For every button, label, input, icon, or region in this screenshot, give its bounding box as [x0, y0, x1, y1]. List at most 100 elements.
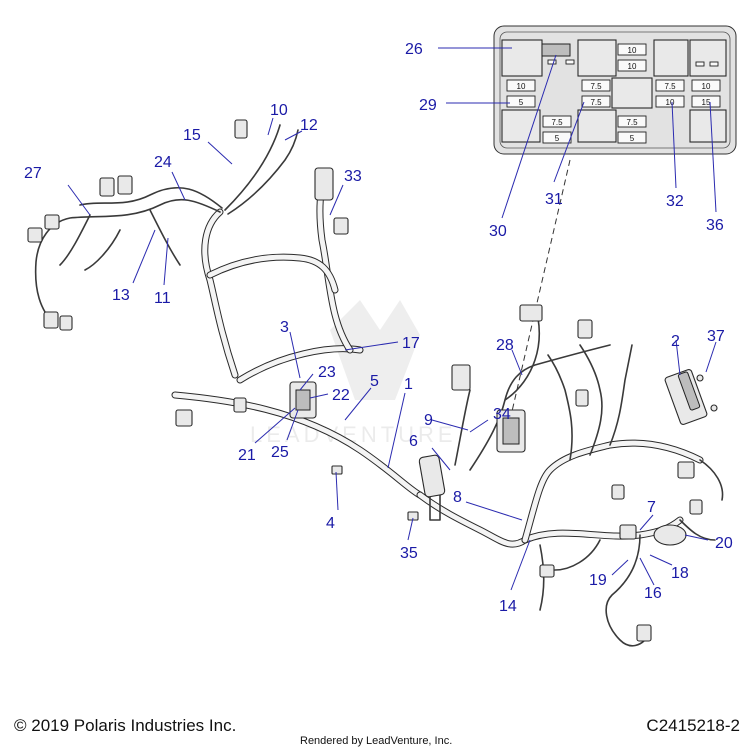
callout-14: 14	[499, 598, 517, 615]
connector	[59, 315, 73, 331]
callout-2: 2	[671, 333, 680, 350]
callout-34: 34	[493, 406, 511, 423]
callout-17: 17	[402, 335, 420, 352]
connector	[233, 397, 247, 413]
callouts: 1 2 3 4 5 6 7 8 9 10 11 12 13 14 15 16 1…	[24, 41, 733, 615]
fuse: 7.5	[542, 115, 572, 128]
fuse: 15	[691, 95, 721, 108]
connector	[575, 389, 589, 407]
fuse: 10	[655, 95, 685, 108]
svg-text:5: 5	[519, 98, 524, 107]
watermark: LEADVENTURE	[250, 300, 453, 447]
fuse-puller	[541, 43, 571, 57]
callout-25: 25	[271, 444, 289, 461]
fuse: 10	[506, 79, 536, 92]
callout-36: 36	[706, 217, 724, 234]
connector	[519, 304, 543, 322]
callout-18: 18	[671, 565, 689, 582]
callout-32: 32	[666, 193, 684, 210]
connector	[175, 409, 193, 427]
fuse: 10	[617, 59, 647, 72]
relay	[689, 39, 727, 77]
callout-9: 9	[424, 412, 433, 429]
fuse: 5	[542, 131, 572, 144]
callout-35: 35	[400, 545, 418, 562]
fuse: 5	[617, 131, 647, 144]
components	[27, 119, 718, 642]
callout-37: 37	[707, 328, 725, 345]
connector	[43, 311, 59, 329]
fuse-box-inset: 10 5 7.5 7.5 7.5 5 7.5 5 10 10 7.5 10 15…	[493, 25, 737, 155]
svg-text:5: 5	[630, 134, 635, 143]
inset-pointer-line	[509, 159, 571, 421]
callout-21: 21	[238, 447, 256, 464]
callout-29: 29	[419, 97, 437, 114]
connector	[234, 119, 248, 139]
svg-text:15: 15	[702, 98, 711, 107]
svg-text:7.5: 7.5	[590, 98, 602, 107]
callout-24: 24	[154, 154, 172, 171]
copyright-text: © 2019 Polaris Industries Inc.	[14, 716, 236, 735]
callout-20: 20	[715, 535, 733, 552]
fuse: 7.5	[581, 79, 611, 92]
screw	[710, 404, 718, 412]
callout-26: 26	[405, 41, 423, 58]
callout-12: 12	[300, 117, 318, 134]
fuse: 10	[691, 79, 721, 92]
svg-text:5: 5	[555, 134, 560, 143]
connector	[117, 175, 133, 195]
fuse: 5	[506, 95, 536, 108]
svg-text:7.5: 7.5	[664, 82, 676, 91]
connector-cap	[653, 524, 687, 546]
callout-4: 4	[326, 515, 335, 532]
connector	[539, 564, 555, 578]
callout-19: 19	[589, 572, 607, 589]
callout-13: 13	[112, 287, 130, 304]
callout-6: 6	[409, 433, 418, 450]
callout-1: 1	[404, 376, 413, 393]
relay	[611, 77, 653, 109]
connector	[99, 177, 115, 197]
relay	[653, 39, 689, 77]
svg-text:10: 10	[702, 82, 711, 91]
svg-text:7.5: 7.5	[590, 82, 602, 91]
screw	[696, 374, 704, 382]
connector	[44, 214, 60, 230]
control-module	[418, 454, 446, 498]
clip	[331, 465, 343, 475]
callout-7: 7	[647, 499, 656, 516]
connector	[689, 499, 703, 515]
callout-5: 5	[370, 373, 379, 390]
callout-31: 31	[545, 191, 563, 208]
svg-text:7.5: 7.5	[551, 118, 563, 127]
callout-28: 28	[496, 337, 514, 354]
relay	[689, 109, 727, 143]
callout-15: 15	[183, 127, 201, 144]
callout-10: 10	[270, 102, 288, 119]
connector	[677, 461, 695, 479]
callout-22: 22	[332, 387, 350, 404]
callout-11: 11	[154, 290, 171, 307]
svg-text:10: 10	[628, 46, 637, 55]
relay	[577, 39, 617, 77]
svg-text:10: 10	[666, 98, 675, 107]
connector	[611, 484, 625, 500]
svg-text:10: 10	[628, 62, 637, 71]
fuse: 10	[617, 43, 647, 56]
connector	[577, 319, 593, 339]
svg-text:10: 10	[517, 82, 526, 91]
callout-8: 8	[453, 489, 462, 506]
callout-16: 16	[644, 585, 662, 602]
relay	[501, 39, 543, 77]
callout-3: 3	[280, 319, 289, 336]
connector	[636, 624, 652, 642]
diagram-code: C2415218-2	[646, 716, 740, 735]
connector	[451, 364, 471, 391]
connector	[27, 227, 43, 243]
callout-30: 30	[489, 223, 507, 240]
fuse: 7.5	[581, 95, 611, 108]
connector	[619, 524, 637, 540]
fuse: 7.5	[655, 79, 685, 92]
callout-27: 27	[24, 165, 42, 182]
